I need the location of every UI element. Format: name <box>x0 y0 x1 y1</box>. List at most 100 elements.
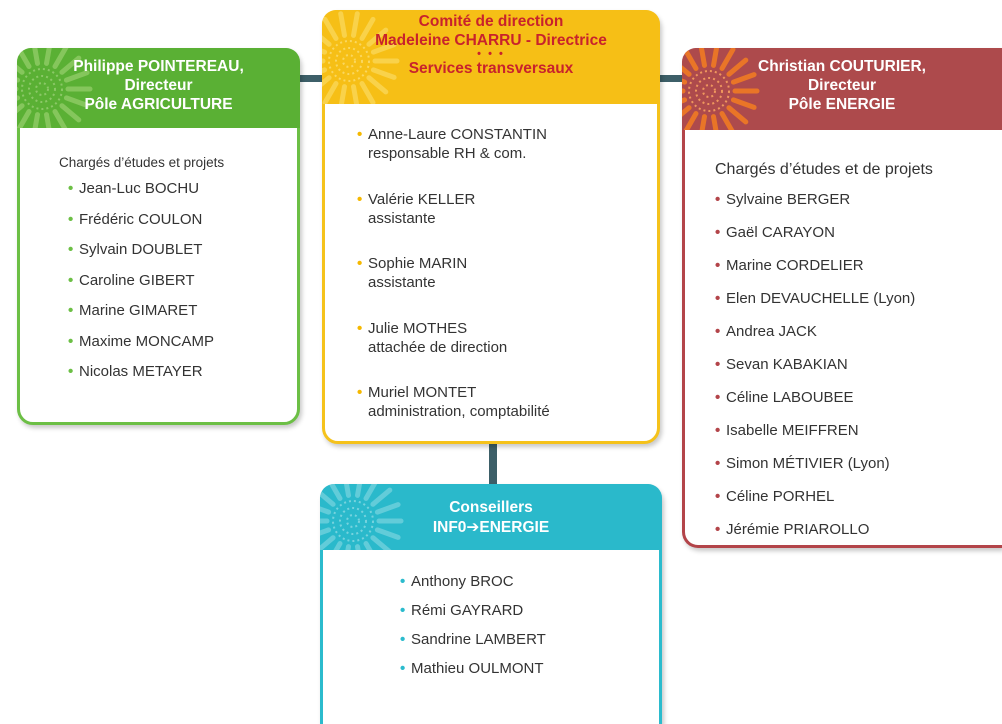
header-line: Directeur <box>807 77 877 94</box>
petal-shape <box>59 103 82 123</box>
petal-shape <box>683 111 699 130</box>
petal-shape <box>730 97 757 110</box>
connector-right <box>658 75 684 82</box>
bullet-icon: • <box>400 660 406 677</box>
petal-shape <box>682 48 699 71</box>
person-role: administration, comptabilité <box>368 403 550 420</box>
bullet-icon: • <box>715 455 721 472</box>
list-item: • Anthony BROC <box>400 572 546 601</box>
bullet-icon: • <box>715 257 721 274</box>
petal-shape <box>322 16 339 41</box>
list-item: •Jean-Luc BOCHU <box>68 179 214 210</box>
petal-shape <box>333 541 343 550</box>
person-name: Rémi GAYRARD <box>411 602 524 619</box>
petal-shape <box>355 484 363 498</box>
card-header-energie: Christian COUTURIER, Directeur Pôle ENER… <box>682 48 1002 130</box>
petal-shape <box>52 109 68 128</box>
sunflower-icon <box>322 11 400 104</box>
people-list: •Jean-Luc BOCHU •Frédéric COULON •Sylvai… <box>68 179 214 393</box>
petal-shape <box>699 114 707 130</box>
petal-shape <box>320 527 332 536</box>
petal-shape <box>719 48 736 71</box>
header-line: Conseillers <box>449 499 533 516</box>
header-dots: • • • <box>477 48 505 60</box>
list-item: • Gaël CARAYON <box>715 223 915 256</box>
bullet-icon: • <box>715 224 721 241</box>
list-item: •Andrea JACK <box>715 322 915 355</box>
person-name: Marine CORDELIER <box>726 257 864 274</box>
list-item: •Rémi GAYRARD <box>400 601 546 630</box>
list-item: • Simon MÉTIVIER (Lyon) <box>715 454 915 487</box>
petal-shape <box>730 72 757 85</box>
person-name: Sevan KABAKIAN <box>726 356 848 373</box>
petal-shape <box>355 544 361 550</box>
petal-shape <box>44 112 52 128</box>
person-name: Caroline GIBERT <box>79 271 195 289</box>
sunflower-icon <box>17 48 93 128</box>
list-item: • Maxime MONCAMP <box>68 332 214 363</box>
bullet-icon: • <box>715 488 721 505</box>
list-item: •Sylvaine BERGER <box>715 190 915 223</box>
connector-down <box>489 442 497 486</box>
person-name: Gaël CARAYON <box>726 224 835 241</box>
bullet-icon: • <box>400 573 406 590</box>
petal-shape <box>52 48 69 69</box>
person-name: Sylvain DOUBLET <box>79 241 203 258</box>
petal-shape <box>359 81 376 104</box>
list-item: •Isabelle MEIFFREN <box>715 421 915 454</box>
person-name: Muriel MONTET <box>368 384 477 401</box>
petal-shape <box>711 114 719 130</box>
bullet-icon: • <box>68 332 74 350</box>
petal-shape <box>32 112 40 128</box>
person-name: Céline PORHEL <box>726 488 835 505</box>
person-name: Elen DEVAUCHELLE (Lyon) <box>726 290 916 307</box>
bullet-icon: • <box>715 389 721 406</box>
person-name: Marine GIMARET <box>79 302 198 319</box>
list-item: •Caroline GIBERT <box>68 271 214 302</box>
header-line: Comité de direction <box>418 13 564 30</box>
bullet-icon: • <box>715 422 721 439</box>
petal-shape <box>320 506 332 515</box>
petal-shape <box>322 75 332 87</box>
list-item: •Sandrine LAMBERT <box>400 630 546 659</box>
header-line: Pôle ENERGIE <box>788 96 896 113</box>
header-line: Pôle AGRICULTURE <box>84 96 233 113</box>
list-item: •Marine GIMARET <box>68 301 214 332</box>
list-item: •Nicolas METAYER <box>68 362 214 393</box>
card-comite-direction: Comité de direction Madeleine CHARRU - D… <box>322 10 660 444</box>
petal-shape <box>17 109 32 128</box>
connector-left <box>298 75 324 82</box>
person-name: Jean-Luc BOCHU <box>79 180 200 197</box>
bullet-icon: • <box>68 210 74 228</box>
person-name: Maxime MONCAMP <box>79 332 215 350</box>
petal-shape <box>719 111 735 130</box>
person-role: attachée de direction <box>368 338 508 356</box>
petal-shape <box>370 535 392 550</box>
petal-shape <box>351 11 360 38</box>
petal-shape <box>370 42 397 55</box>
petal-shape <box>363 484 378 501</box>
bullet-icon: • <box>400 631 406 648</box>
person-name: Simon MÉTIVIER (Lyon) <box>726 455 890 472</box>
petal-shape <box>59 55 82 75</box>
card-header-direction: Comité de direction Madeleine CHARRU - D… <box>322 10 660 104</box>
list-item: •Elen DEVAUCHELLE (Lyon) <box>715 289 915 322</box>
person-name: Julie MOTHES <box>368 319 468 337</box>
list-item: •Mathieu OULMONT <box>400 659 546 688</box>
petal-shape <box>63 95 90 108</box>
person-name: Sophie MARIN <box>368 255 468 272</box>
person-role: assistante <box>368 274 436 291</box>
header-line: INF0➔ENERGIE <box>432 519 550 536</box>
petal-shape <box>322 81 339 104</box>
person-name: Nicolas METAYER <box>79 363 203 380</box>
person-name: Anthony BROC <box>411 573 514 590</box>
list-item: • Marine CORDELIER <box>715 256 915 289</box>
petal-shape <box>338 84 347 104</box>
bullet-icon: • <box>68 241 74 258</box>
bullet-icon: • <box>357 126 363 143</box>
